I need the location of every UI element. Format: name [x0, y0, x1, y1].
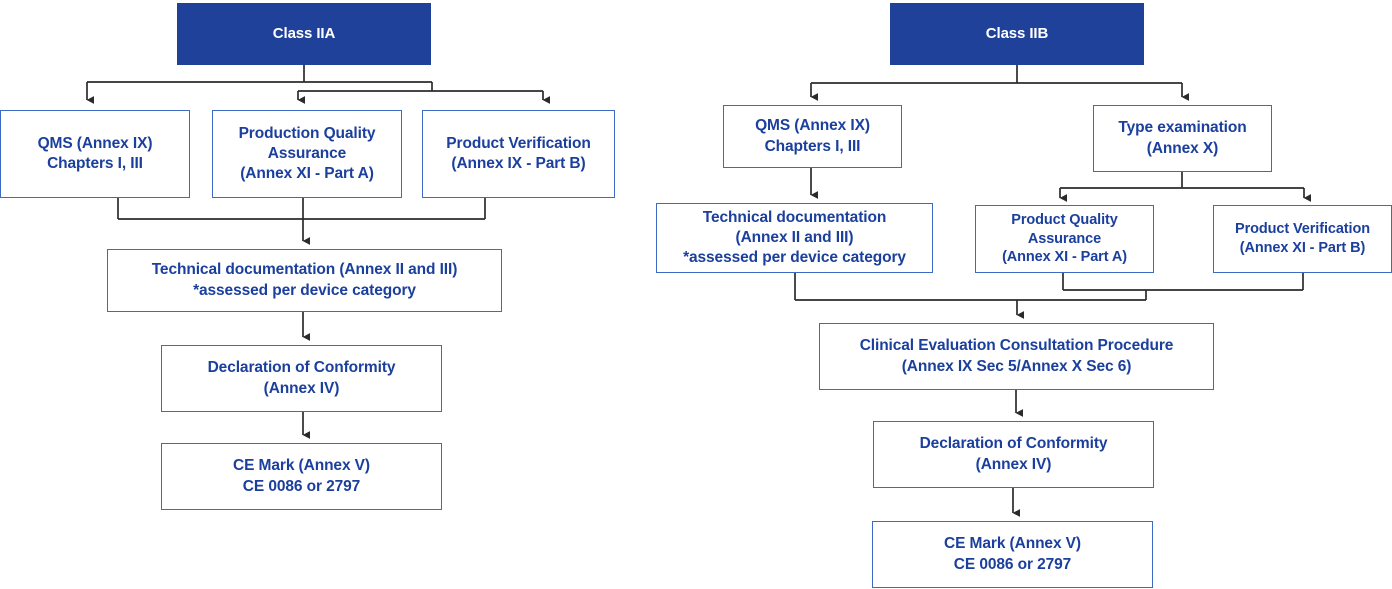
node-technical-documentation-right[interactable]: Technical documentation (Annex II and II… [656, 203, 933, 273]
node-class-iib-header[interactable]: Class IIB [890, 3, 1144, 65]
node-declaration-of-conformity-right-label: Declaration of Conformity (Annex IV) [919, 435, 1108, 473]
node-production-quality-assurance[interactable]: Production Quality Assurance (Annex XI -… [212, 110, 402, 198]
node-declaration-of-conformity-right[interactable]: Declaration of Conformity (Annex IV) [873, 421, 1154, 488]
node-product-quality-assurance-right-label: Product Quality Assurance (Annex XI - Pa… [1002, 211, 1127, 266]
node-product-verification-right[interactable]: Product Verification (Annex XI - Part B) [1213, 205, 1392, 273]
node-declaration-of-conformity-left-label: Declaration of Conformity (Annex IV) [207, 359, 396, 397]
node-class-iia-header-label: Class IIA [272, 25, 336, 43]
node-product-verification-left-label: Product Verification (Annex IX - Part B) [446, 134, 591, 172]
node-class-iib-header-label: Class IIB [985, 25, 1049, 43]
node-technical-documentation-left-label: Technical documentation (Annex II and II… [151, 261, 458, 299]
node-product-verification-right-label: Product Verification (Annex XI - Part B) [1235, 221, 1370, 256]
node-ce-mark-left-label: CE Mark (Annex V) CE 0086 or 2797 [233, 457, 370, 495]
node-product-verification-left[interactable]: Product Verification (Annex IX - Part B) [422, 110, 615, 198]
node-declaration-of-conformity-left[interactable]: Declaration of Conformity (Annex IV) [161, 345, 442, 412]
node-ce-mark-right-label: CE Mark (Annex V) CE 0086 or 2797 [944, 535, 1081, 573]
node-ce-mark-right[interactable]: CE Mark (Annex V) CE 0086 or 2797 [872, 521, 1153, 588]
node-qms-right[interactable]: QMS (Annex IX) Chapters I, III [723, 105, 902, 168]
node-class-iia-header[interactable]: Class IIA [177, 3, 431, 65]
node-product-quality-assurance-right[interactable]: Product Quality Assurance (Annex XI - Pa… [975, 205, 1154, 273]
node-clinical-evaluation-consultation-procedure-label: Clinical Evaluation Consultation Procedu… [859, 337, 1174, 375]
node-production-quality-assurance-label: Production Quality Assurance (Annex XI -… [238, 124, 376, 183]
node-clinical-evaluation-consultation-procedure[interactable]: Clinical Evaluation Consultation Procedu… [819, 323, 1214, 390]
node-ce-mark-left[interactable]: CE Mark (Annex V) CE 0086 or 2797 [161, 443, 442, 510]
node-qms-right-label: QMS (Annex IX) Chapters I, III [755, 117, 870, 155]
node-type-examination[interactable]: Type examination (Annex X) [1093, 105, 1272, 172]
node-technical-documentation-right-label: Technical documentation (Annex II and II… [683, 208, 906, 267]
node-technical-documentation-left[interactable]: Technical documentation (Annex II and II… [107, 249, 502, 312]
node-qms-left[interactable]: QMS (Annex IX) Chapters I, III [0, 110, 190, 198]
node-qms-left-label: QMS (Annex IX) Chapters I, III [37, 134, 153, 172]
node-type-examination-label: Type examination (Annex X) [1118, 119, 1247, 157]
